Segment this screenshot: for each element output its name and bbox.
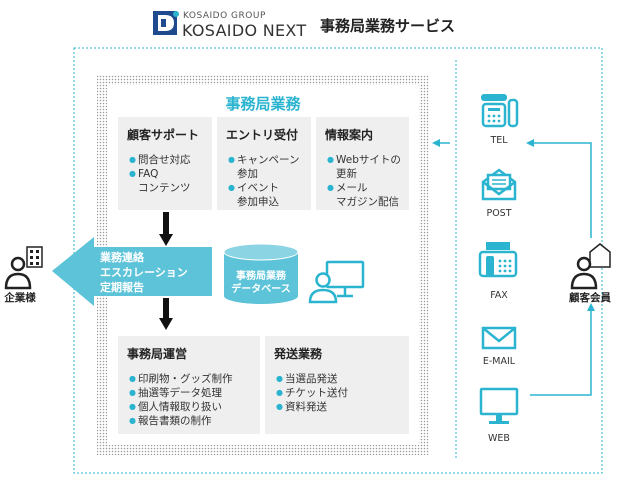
- card-item: イベント 参加申込: [228, 181, 311, 209]
- card-items: キャンペーン 参加 イベント 参加申込: [228, 153, 311, 209]
- down-arrow-top: [159, 212, 173, 246]
- kosaido-logo-mark: [153, 11, 179, 35]
- card-item: 資料発送: [276, 400, 409, 414]
- card-entry: エントリ受付 キャンペーン 参加 イベント 参加申込: [217, 117, 311, 210]
- database-cylinder: [223, 243, 299, 304]
- work-box-title: 事務局業務: [225, 95, 301, 113]
- page-title: 事務局業務サービス: [320, 17, 456, 35]
- card-items: 印刷物・グッズ制作 抽選等データ処理 個人情報取り扱い 報告書類の制作: [129, 372, 260, 428]
- card-item: 報告書類の制作: [129, 414, 260, 428]
- channel-label-fax: FAX: [490, 290, 508, 301]
- card-item: 印刷物・グッズ制作: [129, 372, 260, 386]
- card-items: 問合せ対応 FAQ コンテンツ: [129, 153, 212, 195]
- card-title: 顧客サポート: [127, 128, 200, 142]
- card-title: 発送業務: [274, 347, 323, 361]
- down-arrow-bottom: [159, 298, 173, 330]
- card-customer-support: 顧客サポート 問合せ対応 FAQ コンテンツ: [118, 117, 212, 210]
- fax-icon: [478, 242, 518, 278]
- database-label: 事務局業務 データベース: [231, 271, 291, 295]
- card-items: 当選品発送 チケット送付 資料発送: [276, 372, 409, 414]
- operator-icon: [308, 260, 365, 304]
- card-item: チケット送付: [276, 386, 409, 400]
- web-to-customer-line: [530, 303, 595, 396]
- company-person-icon: [4, 246, 43, 290]
- customer-to-channels-line: [526, 139, 592, 238]
- card-title: 事務局運営: [127, 347, 188, 361]
- email-icon: [481, 326, 517, 350]
- report-arrow-text: 業務連絡 エスカレーション 定期報告: [100, 251, 188, 294]
- card-item: 問合せ対応: [129, 153, 212, 167]
- report-arrow: [52, 237, 212, 306]
- card-item: 抽選等データ処理: [129, 386, 260, 400]
- card-office-operation: 事務局運営 印刷物・グッズ制作 抽選等データ処理 個人情報取り扱い 報告書類の制…: [118, 336, 260, 434]
- brand-group-name: KOSAIDO GROUP: [183, 11, 266, 21]
- card-item: メール マガジン配信: [327, 181, 409, 209]
- brand-name: KOSAIDO NEXT: [182, 21, 307, 40]
- channel-label-tel: TEL: [490, 135, 508, 146]
- card-items: Webサイトの 更新 メール マガジン配信: [327, 153, 409, 209]
- card-item: Webサイトの 更新: [327, 153, 409, 181]
- card-title: エントリ受付: [226, 128, 299, 142]
- card-item: 個人情報取り扱い: [129, 400, 260, 414]
- card-shipping: 発送業務 当選品発送 チケット送付 資料発送: [265, 336, 409, 434]
- customer-house-icon: [570, 243, 611, 290]
- telephone-icon: [481, 94, 519, 128]
- customer-label: 顧客会員: [569, 292, 611, 304]
- channel-label-post: POST: [486, 208, 512, 219]
- company-label: 企業様: [4, 292, 36, 304]
- channel-label-web: WEB: [488, 433, 510, 444]
- card-information: 情報案内 Webサイトの 更新 メール マガジン配信: [316, 117, 409, 210]
- card-item: FAQ コンテンツ: [129, 167, 212, 195]
- card-item: キャンペーン 参加: [228, 153, 311, 181]
- channel-label-email: E-MAIL: [482, 356, 516, 367]
- card-title: 情報案内: [325, 128, 374, 142]
- card-item: 当選品発送: [276, 372, 409, 386]
- envelope-icon: [481, 168, 517, 201]
- monitor-icon: [479, 387, 519, 424]
